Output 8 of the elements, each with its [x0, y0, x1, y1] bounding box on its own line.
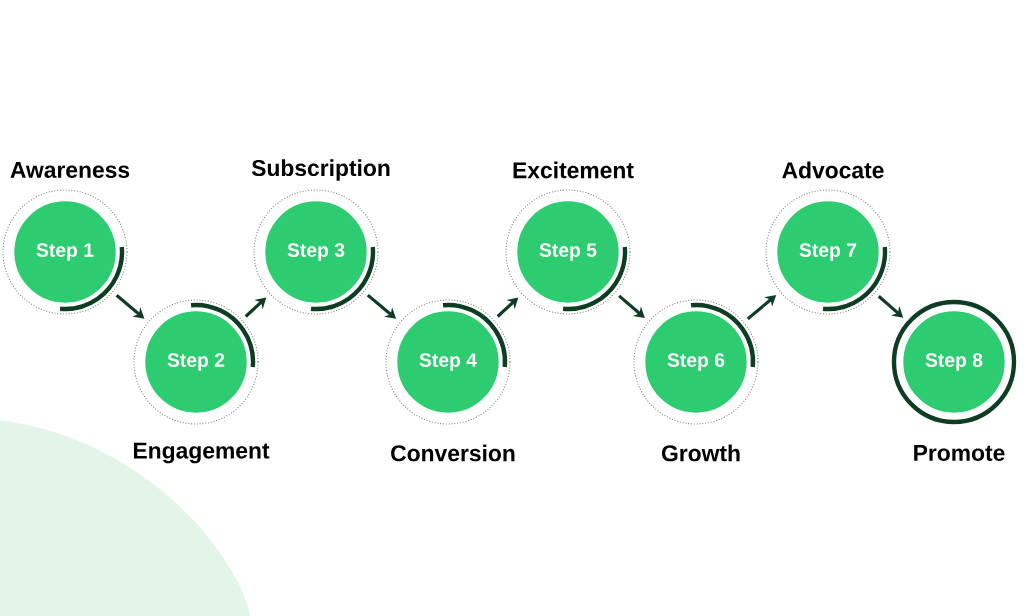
- stage-label: Subscription: [251, 159, 390, 181]
- stage-label: Excitement: [513, 161, 634, 179]
- stage-label: Engagement: [134, 442, 270, 464]
- stage-label: Promote: [914, 445, 1005, 461]
- stage-label: Conversion: [391, 444, 515, 462]
- stage-label: Growth: [661, 444, 740, 462]
- stage-label: Awareness: [10, 162, 130, 178]
- stage-label: Advocate: [782, 161, 884, 179]
